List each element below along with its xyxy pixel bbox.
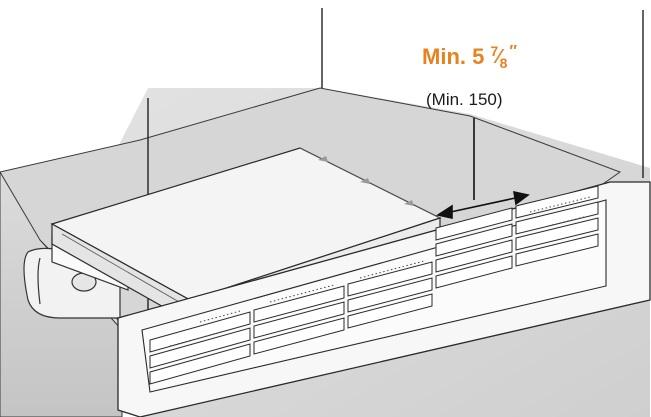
fraction-numerator: 7 bbox=[490, 43, 499, 59]
dimension-label-imperial: Min. 5 7⁄8″ bbox=[422, 43, 518, 71]
grille-perforations bbox=[169, 196, 591, 347]
dimension-arrow bbox=[435, 118, 530, 219]
dimension-fraction: 7⁄8 bbox=[490, 43, 507, 71]
grille-slats bbox=[149, 185, 599, 385]
dimension-unit: ″ bbox=[509, 43, 518, 60]
dimension-label-metric: (Min. 150) bbox=[426, 90, 503, 109]
fraction-denominator: 8 bbox=[499, 55, 508, 71]
fraction-slash: ⁄ bbox=[497, 46, 501, 68]
dimension-whole: Min. 5 bbox=[422, 44, 485, 69]
